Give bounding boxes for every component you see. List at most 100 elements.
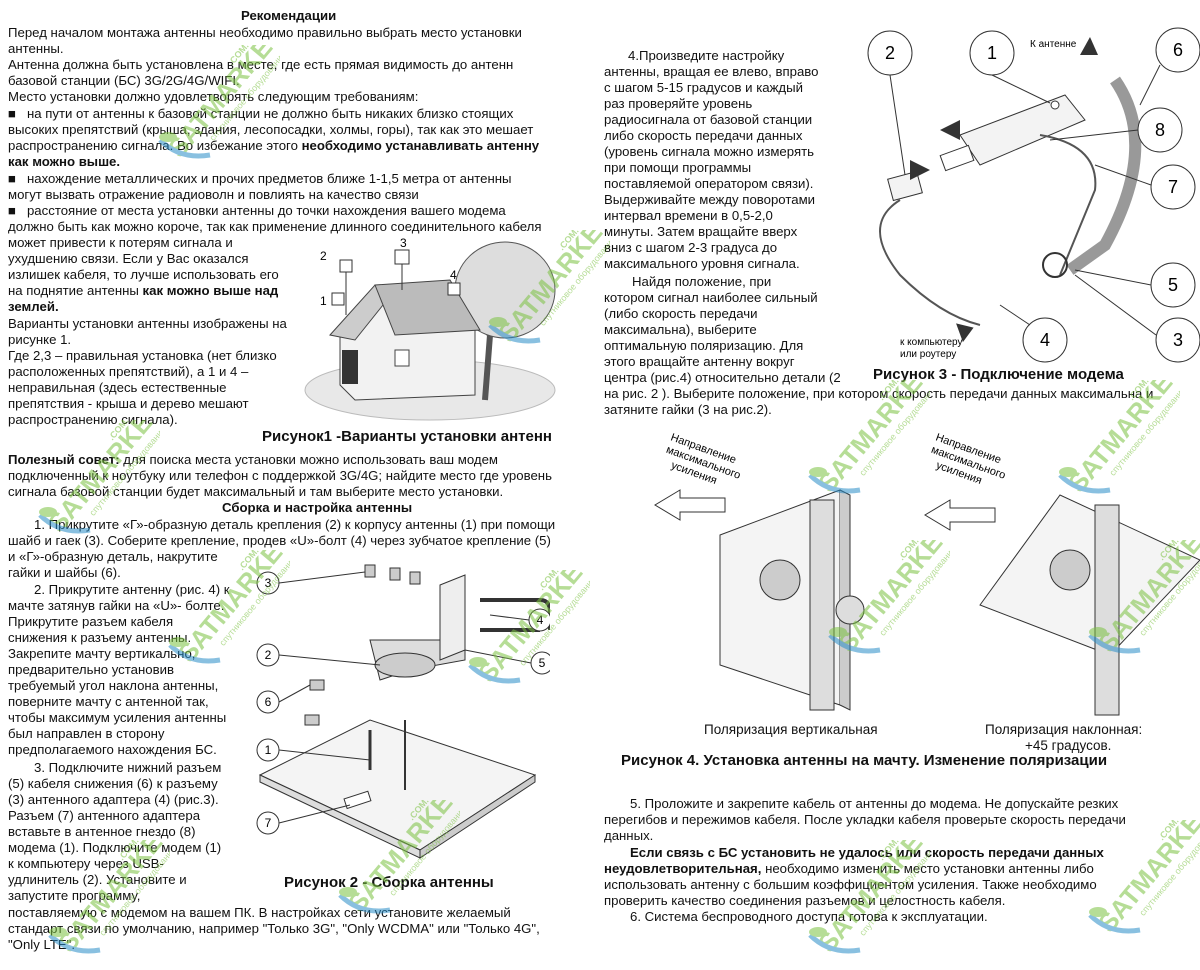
- text-line: распространению сигнала. Во избежание эт…: [8, 138, 540, 153]
- bullet-square-icon: ■: [8, 171, 16, 186]
- text-line: базовой станции (БС) 3G/2G/4G/WIFI.: [8, 73, 240, 88]
- text-line: поверните мачту с антенной так,: [8, 694, 209, 709]
- text-line: гайки и шайбы (6).: [8, 565, 121, 580]
- vertical-polarization-label: Поляризация вертикальная: [704, 722, 878, 737]
- text-line: (3) антенного адаптера (4) (рис.3).: [8, 792, 219, 807]
- figure-label: 1: [265, 743, 272, 757]
- text-line: максимальна), выберите: [604, 322, 757, 337]
- text-line: Найдя положение, при: [632, 274, 772, 289]
- text-line: вставьте в антенное гнездо (8): [8, 824, 196, 839]
- text-line: Разъем (7) антенного адаптера: [8, 808, 201, 823]
- figure-label: 4: [1040, 330, 1050, 350]
- bullet-item: ■ на пути от антенны к базовой станции н…: [8, 106, 513, 122]
- text-line: запустите программу,: [8, 888, 141, 903]
- figure-label: 7: [1168, 177, 1178, 197]
- text-line: высоких препятствий (крыша, здания, лесо…: [8, 122, 534, 137]
- text-line: использовать антенну с большим коэффицие…: [604, 877, 1097, 892]
- text-line: снижения к разъему антенны.: [8, 630, 192, 645]
- figure-label: 4: [537, 613, 544, 627]
- text-line: ухудшению связи. Если у Вас оказался: [8, 251, 249, 266]
- text-line: антенны, вращая ее влево, вправо: [604, 64, 819, 79]
- slant-polarization-label: Поляризация наклонная:: [985, 722, 1143, 737]
- figure-label: 3: [400, 236, 407, 250]
- svg-text:.COM.UA: .COM.UA: [1156, 820, 1189, 842]
- text-line: могут вызвать отражение радиоволн и повл…: [8, 187, 419, 202]
- text-line: котором сигнал наиболее сильный: [604, 290, 818, 305]
- figure-label: 5: [1168, 275, 1178, 295]
- text-line: Антенна должна быть установлена в месте,…: [8, 57, 514, 72]
- text-line: (5) кабеля снижения (6) к разъему: [8, 776, 218, 791]
- bullet-item: ■ расстояние от места установки антенны …: [8, 203, 506, 218]
- text-line: антенны.: [8, 41, 64, 56]
- callout-labels: [256, 571, 550, 835]
- text-line: поставляемой оператором связи).: [604, 176, 814, 191]
- figure-label: 2: [265, 648, 272, 662]
- bullet-item: ■ нахождение металлических и прочих пред…: [8, 171, 512, 186]
- text-line: на пути от антенны к базовой станции не …: [26, 106, 514, 121]
- text-line: препятствия - крыша и дерево мешают: [8, 396, 249, 411]
- figure-label: 2: [885, 43, 895, 63]
- svg-text:Направление максимального: Направление максимального усиления: [925, 432, 1014, 495]
- figure-label: 4: [450, 268, 457, 282]
- figure-1-caption: Рисунок1 -Варианты установки антенн: [262, 428, 552, 445]
- figure-4-mast-illustration: Направление максимального усиления Напра…: [654, 432, 1200, 716]
- figure-label: 1: [987, 43, 997, 63]
- text-line: сигнала базовой станции будет максимальн…: [8, 484, 504, 499]
- text-line: "Only LTE".: [8, 937, 76, 952]
- text-line: был направлен в сторону: [8, 726, 165, 741]
- text-line: Прикрутите разъем кабеля: [8, 614, 174, 629]
- text-line: распространению сигнала).: [8, 412, 178, 427]
- emphasis-text: необходимо устанавливать антенну: [301, 138, 540, 153]
- figure-label: 2: [320, 249, 327, 263]
- figure-1-house-illustration: 1 2 3 4: [304, 236, 556, 421]
- figure-label: 6: [1173, 40, 1183, 60]
- text-line: радиосигнала от базовой станции: [604, 112, 813, 127]
- recommendations-title: Рекомендации: [241, 8, 337, 23]
- figure-label: 5: [539, 656, 546, 670]
- emphasis-text: Если связь с БС установить не удалось ил…: [630, 845, 1104, 860]
- text-line: на поднятие антенны как можно выше над: [8, 283, 279, 298]
- figure-2-assembly-illustration: 3 4 2 5 6 1 7: [256, 564, 550, 859]
- emphasis-text: как можно выше.: [8, 154, 121, 169]
- text-line: предполагаемого нахождения БС.: [8, 742, 217, 757]
- figure-label: 3: [1173, 330, 1183, 350]
- text-line: 6. Система беспроводного доступа готова …: [630, 909, 988, 924]
- slant-polarization-label: +45 градусов.: [1025, 738, 1112, 753]
- figure-label: 1: [320, 294, 327, 308]
- figure-label: 7: [265, 816, 272, 830]
- figure-label: 6: [265, 695, 272, 709]
- text-line: стандарт связи по умолчанию, например "Т…: [8, 921, 540, 936]
- figure-label: 3: [265, 576, 272, 590]
- text-line: расположенных препятствий), а 1 и 4 –: [8, 364, 249, 379]
- text-line: 1. Прикрутите «Г»-образную деталь крепле…: [34, 517, 556, 532]
- text-line: Место установки должно удовлетворять сле…: [8, 89, 419, 104]
- text-line: излишек кабеля, то лучше использовать ег…: [8, 267, 279, 282]
- text-line: (уровень сигнала можно измерять: [604, 144, 815, 159]
- text-line: Выдерживайте между поворотами: [604, 192, 816, 207]
- text-line: при помощи программы: [604, 160, 752, 175]
- text-line: Перед началом монтажа антенны необходимо…: [8, 25, 522, 40]
- text-line: минуты. Затем вращайте вверх: [604, 224, 798, 239]
- text-line: перегибов и пережимов кабеля. После укла…: [604, 812, 1126, 827]
- text-line: подключенный к ноутбуку или телефон с по…: [8, 468, 552, 483]
- figure-label: 8: [1155, 120, 1165, 140]
- text-line: 3. Подключите нижний разъем: [34, 760, 222, 775]
- text-line: неудовлетворительная, необходимо изменит…: [604, 861, 1094, 876]
- text-line: этого вращайте антенну вокруг: [604, 354, 795, 369]
- text-line: 5. Проложите и закрепите кабель от антен…: [630, 796, 1119, 811]
- text-line: неправильная (здесь естественные: [8, 380, 227, 395]
- svg-text:спутниковое оборудование: спутниковое оборудование: [1137, 824, 1200, 917]
- svg-text:Направление максимального: Направление максимального усиления: [660, 432, 749, 495]
- to-computer-label: к компьютеру: [900, 337, 962, 348]
- tip-line: Полезный совет: для поиска места установ…: [8, 452, 498, 467]
- text-line: либо скорость передачи данных: [604, 128, 803, 143]
- assembly-title: Сборка и настройка антенны: [222, 500, 413, 515]
- tip-label: Полезный совет:: [8, 452, 120, 467]
- text-line: предварительно установив: [8, 662, 175, 677]
- figure-3-caption: Рисунок 3 - Подключение модема: [873, 366, 1124, 383]
- text-line: максимального уровня сигнала.: [604, 256, 800, 271]
- bullet-square-icon: ■: [8, 203, 16, 218]
- text-line: к компьютеру через USB-: [8, 856, 164, 871]
- text-line: 2. Прикрутите антенну (рис. 4) к: [34, 582, 230, 597]
